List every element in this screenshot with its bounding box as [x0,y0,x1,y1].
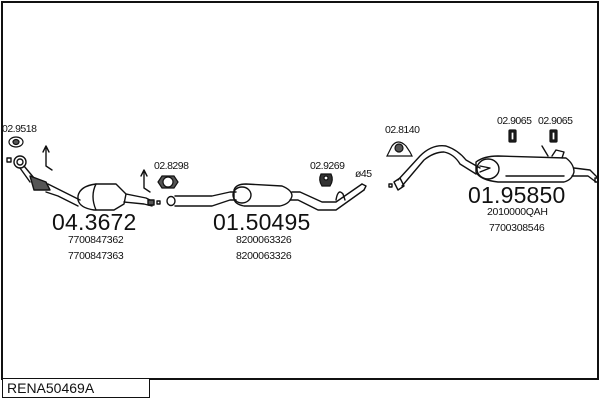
oem-number: 8200063326 [236,250,292,262]
rear-pipe-muffler[interactable] [388,145,599,191]
part-number[interactable]: 04.3672 [52,209,137,235]
rubber-hanger-icon[interactable] [508,129,517,143]
oem-number: 7700308546 [489,222,545,234]
cat-hanger-arrow [140,169,151,193]
oem-number: 2010000QAH [487,206,548,218]
pipe-diameter-label: ø45 [355,168,372,180]
oem-number: 7700847363 [68,250,124,262]
mounting-bracket-icon[interactable] [386,141,413,157]
part-number[interactable]: 01.50495 [213,209,311,235]
front-hanger-arrow [42,145,53,171]
accessory-label: 02.9065 [538,115,573,127]
diagram-code: RENA50469A [7,380,95,396]
gasket-icon[interactable] [8,136,24,148]
oem-number: 7700847362 [68,234,124,246]
clamp-icon[interactable] [157,175,179,189]
front-pipe-catalyst[interactable] [6,155,161,211]
diagram-frame [1,1,599,380]
rubber-hanger-icon[interactable] [549,129,558,143]
diagram-code-box: RENA50469A [2,378,150,398]
rubber-mount-icon[interactable] [319,173,333,187]
oem-number: 8200063326 [236,234,292,246]
accessory-label: 02.9518 [2,123,37,135]
accessory-label: 02.8140 [385,124,420,136]
accessory-label: 02.8298 [154,160,189,172]
accessory-label: 02.9269 [310,160,345,172]
part-number[interactable]: 01.95850 [468,182,566,208]
accessory-label: 02.9065 [497,115,532,127]
intermediate-pipe-muffler[interactable] [166,183,367,211]
